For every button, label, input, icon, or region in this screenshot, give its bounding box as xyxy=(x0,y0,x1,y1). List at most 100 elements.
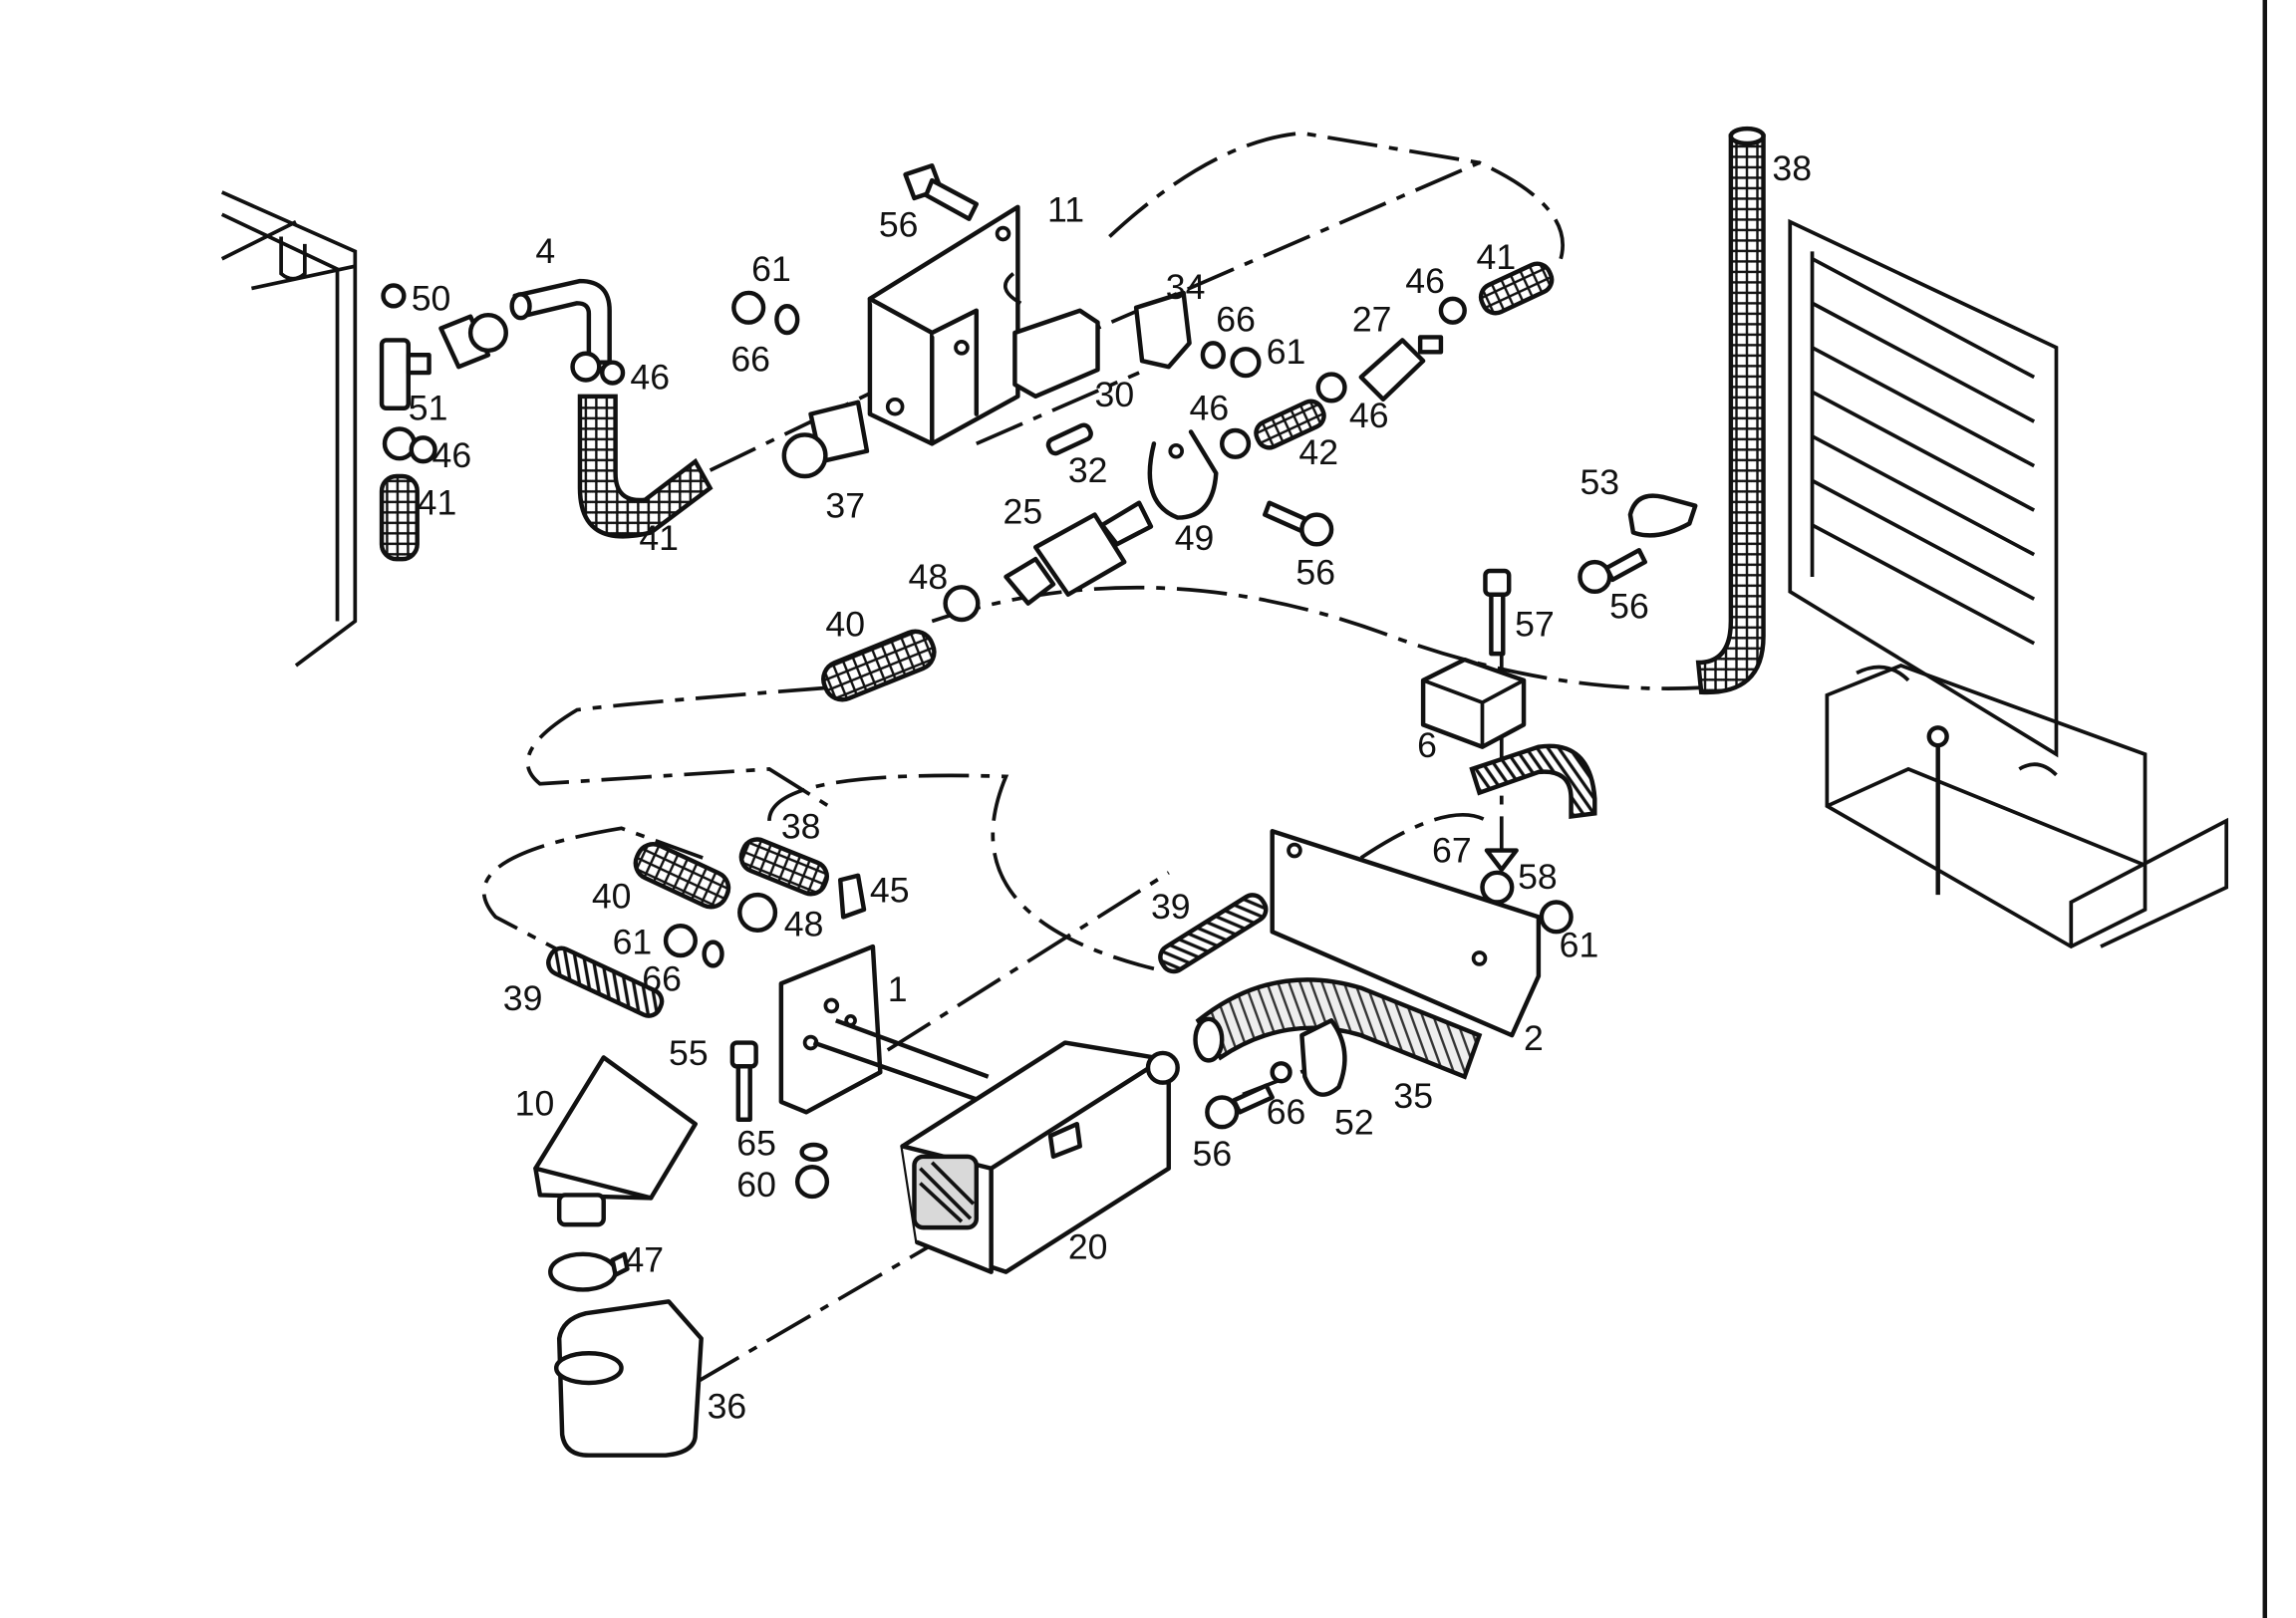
part-10-intake-cover xyxy=(533,1055,698,1227)
part-elbow-hose-right xyxy=(1469,743,1597,819)
callout-39a: 39 xyxy=(503,978,543,1018)
part-41-hose-long xyxy=(577,394,714,539)
callout-61c: 61 xyxy=(613,922,653,961)
part-11-bracket xyxy=(867,204,1022,446)
callout-46b: 46 xyxy=(432,435,472,475)
callout-57: 57 xyxy=(1515,604,1555,644)
part-52-clamp xyxy=(1299,1018,1347,1097)
part-61-nut-d xyxy=(663,924,698,958)
callout-37: 37 xyxy=(825,486,865,526)
callout-41c: 41 xyxy=(1477,237,1517,277)
callout-35: 35 xyxy=(1393,1076,1433,1116)
part-47-clamp xyxy=(548,1251,630,1292)
part-66-washer-d xyxy=(702,940,724,968)
callout-38a: 38 xyxy=(1772,148,1812,188)
part-60-nut xyxy=(794,1165,830,1200)
part-48-clip-b xyxy=(737,892,778,933)
part-66-washer-b xyxy=(1200,341,1226,370)
part-37-knob xyxy=(781,400,870,479)
callout-36: 36 xyxy=(708,1387,747,1427)
callout-11: 11 xyxy=(1047,190,1084,230)
part-53-clamp xyxy=(1627,493,1698,538)
callout-6: 6 xyxy=(1417,725,1437,765)
part-55-bolt xyxy=(729,1040,758,1122)
part-2-plate xyxy=(1270,829,1542,1038)
part-66-washer-a xyxy=(774,304,800,336)
part-39-spring-right xyxy=(1158,893,1269,974)
part-39-spring-left xyxy=(546,945,665,1018)
callout-66a: 66 xyxy=(730,340,770,380)
part-40-hose-a xyxy=(821,629,937,702)
callout-34: 34 xyxy=(1166,267,1206,307)
callout-27: 27 xyxy=(1352,300,1392,340)
callout-56a: 56 xyxy=(879,205,919,245)
callout-67: 67 xyxy=(1432,830,1472,870)
part-56-bolt-right xyxy=(1578,547,1648,595)
part-34-holder xyxy=(1133,290,1192,370)
callout-48b: 48 xyxy=(784,905,824,944)
callout-40b: 40 xyxy=(592,876,632,916)
part-1-mounting-plate xyxy=(778,944,990,1115)
part-30-relay xyxy=(1012,308,1100,400)
callout-61d: 61 xyxy=(1560,925,1599,964)
tank-body xyxy=(220,190,358,668)
callout-52: 52 xyxy=(1334,1103,1374,1143)
callout-1: 1 xyxy=(888,969,908,1009)
callout-50: 50 xyxy=(412,279,451,319)
part-56-bolt-mid xyxy=(1263,500,1334,547)
part-32-pin xyxy=(1045,422,1093,456)
callout-20: 20 xyxy=(1068,1226,1108,1266)
callout-65: 65 xyxy=(736,1123,776,1163)
callout-56c: 56 xyxy=(1609,587,1649,627)
part-58-nut xyxy=(1480,870,1515,905)
callout-55: 55 xyxy=(669,1033,709,1073)
part-6-block xyxy=(1420,657,1527,749)
callout-10: 10 xyxy=(515,1083,555,1123)
callout-48a: 48 xyxy=(909,557,949,597)
callout-25: 25 xyxy=(1004,491,1043,531)
callout-42: 42 xyxy=(1298,432,1338,472)
part-42-hose xyxy=(1254,399,1326,450)
part-46-clip-b xyxy=(570,351,626,386)
callout-32: 32 xyxy=(1068,450,1108,490)
part-46-clip-d xyxy=(1315,372,1347,404)
part-57-bolt xyxy=(1483,568,1512,657)
callout-4: 4 xyxy=(535,231,555,271)
part-46-clip-e xyxy=(1438,296,1467,325)
callout-46c: 46 xyxy=(1190,389,1230,428)
part-46-clip-c xyxy=(1219,427,1252,459)
part-56-bolt-top xyxy=(903,163,980,221)
callout-53: 53 xyxy=(1579,462,1619,502)
part-67-seal xyxy=(1484,848,1519,873)
part-50-union xyxy=(438,312,508,370)
callout-46d: 46 xyxy=(1349,396,1389,435)
callout-labels: 1 2 4 6 10 11 20 25 27 30 32 34 35 36 37… xyxy=(409,148,1812,1426)
part-66-washer-c xyxy=(1270,1061,1292,1084)
callout-56b: 56 xyxy=(1295,552,1335,592)
callout-46a: 46 xyxy=(630,357,670,397)
callout-40a: 40 xyxy=(825,604,865,644)
callout-47: 47 xyxy=(625,1240,665,1280)
callout-61b: 61 xyxy=(1267,332,1306,372)
part-61-nut-b xyxy=(1230,347,1262,379)
part-61-nut-a xyxy=(731,290,766,325)
callout-60: 60 xyxy=(736,1165,776,1205)
callout-46e: 46 xyxy=(1405,261,1445,301)
part-41-hose-right xyxy=(1478,261,1555,316)
battery-radiator-assembly xyxy=(1788,218,2229,949)
part-20-heater xyxy=(900,1040,1180,1274)
part-4-elbow-hose xyxy=(509,278,612,365)
part-38-hose-long xyxy=(1695,126,1766,694)
callout-66b: 66 xyxy=(1216,300,1256,340)
part-36-muffler-cover xyxy=(553,1299,704,1458)
callout-41b: 41 xyxy=(639,518,679,558)
part-61-nut-c xyxy=(1539,900,1574,935)
callout-38b: 38 xyxy=(781,807,821,847)
part-27-pump xyxy=(1358,335,1444,403)
part-51-tee-fitting xyxy=(379,283,431,410)
callout-56d: 56 xyxy=(1193,1134,1233,1174)
part-56-bolt-bottom xyxy=(1205,1083,1275,1130)
callout-49: 49 xyxy=(1175,518,1215,558)
callout-45: 45 xyxy=(870,871,910,911)
